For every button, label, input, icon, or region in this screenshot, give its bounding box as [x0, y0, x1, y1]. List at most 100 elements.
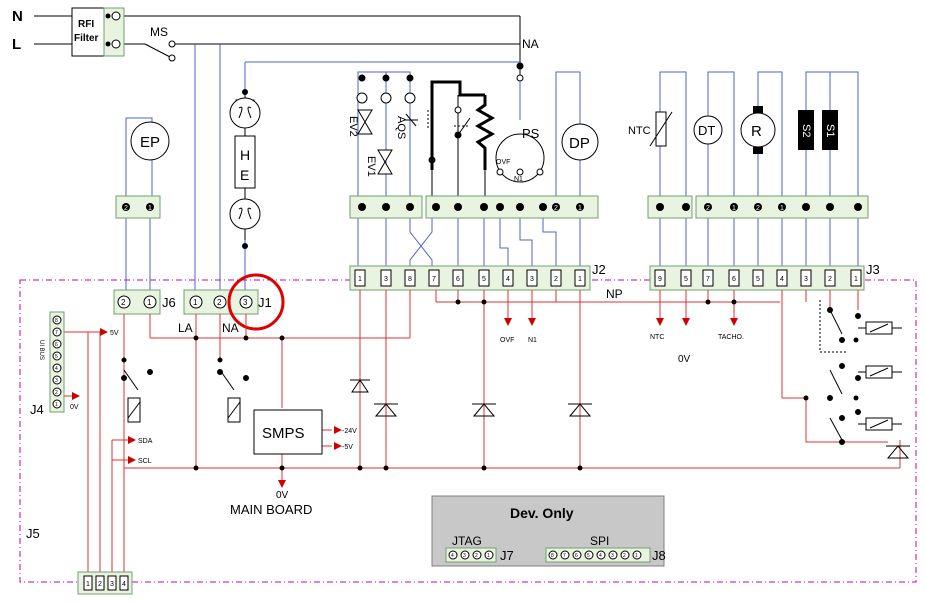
na-switch [516, 62, 524, 82]
ps-n1-label: N1 [514, 176, 523, 183]
he-thermo-top-icon [238, 106, 252, 119]
j8-pin: 1 [635, 553, 638, 559]
rfi-filter [71, 7, 125, 57]
j2-pin-labels: 1 3 8 7 6 5 4 3 2 1 [358, 276, 582, 283]
ep-pin-labels: 2 1 2 1 2 1 2 1 [124, 205, 784, 212]
ps-contacts [496, 168, 544, 176]
ntc-element [649, 111, 673, 147]
scl-label: SCL [138, 458, 152, 465]
junction-dots [121, 299, 859, 471]
ovf-label: OVF [500, 337, 514, 344]
j2-pin: 3 [384, 276, 388, 283]
rfi-label-1: RFI [78, 19, 94, 30]
zero-v-left-label: 0V [70, 404, 79, 411]
he-dot-top [242, 89, 248, 95]
triacs [350, 379, 910, 459]
ps-ovf-label: OVF [496, 159, 510, 166]
jtag-label: JTAG [452, 534, 482, 548]
j1-label: J1 [258, 295, 272, 310]
ms-label: MS [150, 25, 168, 39]
j3-pin: 9 [658, 276, 662, 283]
aqs-label: AQS [395, 116, 407, 139]
r-brush-top [753, 106, 763, 113]
j8-pin: 4 [599, 553, 602, 559]
j4-connector [49, 311, 65, 413]
j4-label: J4 [30, 402, 44, 417]
j3-pin-labels: 9 5 7 6 5 4 3 2 1 [658, 276, 858, 283]
j4-pin: 7 [55, 330, 58, 336]
right-relays [819, 300, 902, 445]
motor-pin: 2 [706, 205, 710, 212]
j3-label: J3 [866, 262, 880, 277]
j6-label: J6 [162, 295, 176, 310]
j4-pin: 3 [55, 378, 58, 384]
valves [356, 74, 418, 175]
j7-pin: 1 [487, 553, 490, 559]
j4-pin: 2 [55, 390, 58, 396]
j8-pin: 6 [575, 553, 578, 559]
ep-label: EP [140, 134, 160, 151]
main-board-label: MAIN BOARD [230, 502, 312, 517]
mains-n-label: N [12, 8, 23, 25]
j8-pin-labels: 8 7 6 5 4 3 2 1 [551, 553, 638, 559]
j7-label: J7 [500, 548, 514, 563]
dt-circle [693, 115, 723, 145]
j8-pin: 7 [563, 553, 566, 559]
smps-box [253, 409, 323, 455]
motor-pin: 1 [780, 205, 784, 212]
j4-pin: 4 [55, 366, 58, 372]
smps-minus5v: -5V [342, 444, 353, 451]
j2-pin: 1 [578, 276, 582, 283]
dev-only-title: Dev. Only [510, 505, 574, 521]
j2-pin: 3 [530, 276, 534, 283]
j6-pin: 2 [121, 298, 126, 307]
ntc-signal-label: NTC [650, 334, 664, 341]
ep-pin: 2 [124, 205, 128, 212]
he-label-e: E [240, 167, 249, 183]
j4-pin: 6 [55, 342, 58, 348]
mains [34, 15, 521, 64]
j2-pin: 1 [358, 276, 362, 283]
he-thermo-bottom-icon [238, 207, 252, 220]
plus5v-label: 5V [110, 330, 119, 337]
he-pin: 3 [243, 298, 248, 307]
j4-pin: 1 [55, 402, 58, 408]
j8-pin: 8 [551, 553, 554, 559]
j2-pin: 8 [408, 276, 412, 283]
j7-pin-labels: 4 3 2 1 [451, 553, 490, 559]
j4-pin: 5 [55, 354, 58, 360]
ep-circle [130, 121, 170, 161]
dp-circle [561, 123, 599, 161]
ev2-label: EV2 [347, 116, 359, 137]
j5-pin-labels: 1 2 3 4 [86, 581, 126, 588]
ui-bus-label: UI BUS [38, 340, 44, 360]
n1-label: N1 [528, 337, 537, 344]
j6-j1-pins [117, 295, 253, 309]
np-label: NP [606, 287, 623, 301]
motor-pin: 2 [756, 205, 760, 212]
j5-pin: 3 [110, 581, 114, 588]
j5-pins [83, 575, 129, 591]
j5-label: J5 [26, 526, 40, 541]
s2-coil [798, 110, 814, 150]
s1-label: S1 [824, 124, 836, 137]
he-pin: 2 [217, 298, 222, 307]
j5-pin: 4 [122, 581, 126, 588]
j2-pin: 7 [432, 276, 436, 283]
j2-pin: 6 [456, 276, 460, 283]
na-label: NA [222, 321, 239, 335]
j5-pin: 1 [86, 581, 90, 588]
j5-pin: 2 [98, 581, 102, 588]
he-dot-bottom [242, 243, 248, 249]
r-label: R [751, 123, 762, 140]
j3-pin: 2 [828, 276, 832, 283]
red-wiring [64, 290, 901, 572]
j3-pin: 5 [684, 276, 688, 283]
j7-connector [445, 547, 497, 563]
ntc-label: NTC [628, 125, 651, 137]
j2-label: J2 [592, 262, 606, 277]
j2-j3-pins [354, 269, 862, 287]
ms-switch [168, 40, 176, 62]
j3-pin: 6 [732, 276, 736, 283]
r-brush-bottom [753, 147, 763, 154]
